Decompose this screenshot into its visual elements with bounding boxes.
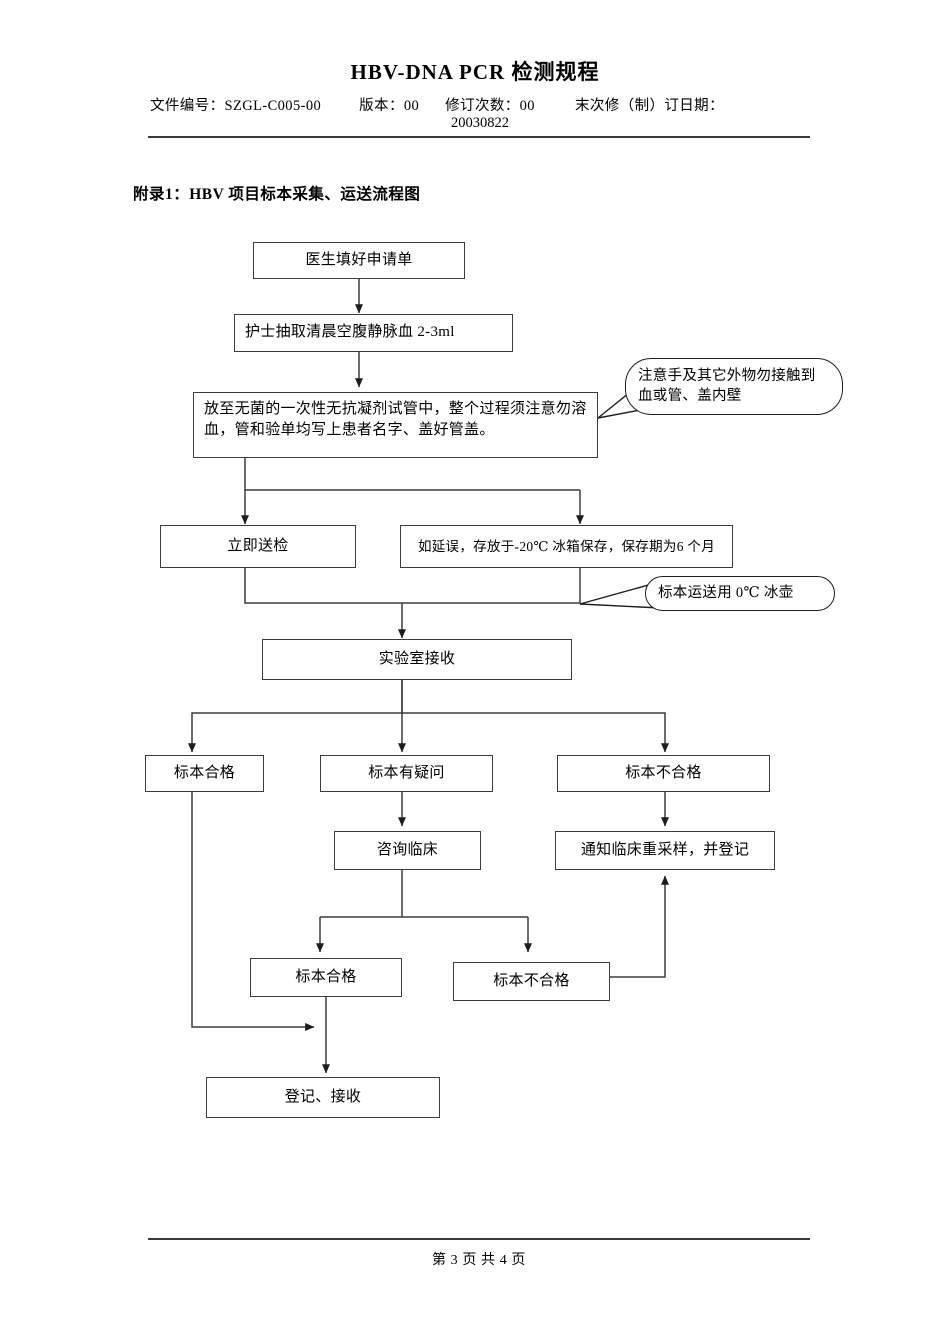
flow-node-lab-reception[interactable]: 实验室接收 xyxy=(262,639,572,680)
flow-node-sample-qualified-2[interactable]: 标本合格 xyxy=(250,958,402,997)
flow-node-register-receive[interactable]: 登记、接收 xyxy=(206,1077,440,1118)
callout-ice-transport[interactable]: 标本运送用 0℃ 冰壶 xyxy=(645,576,835,611)
flow-node-doctor-form[interactable]: 医生填好申请单 xyxy=(253,242,465,279)
header-divider xyxy=(148,136,810,138)
flowchart: 医生填好申请单 护士抽取清晨空腹静脉血 2-3ml 放至无菌的一次性无抗凝剂试管… xyxy=(145,242,843,1118)
last-revised-value: 20030822 xyxy=(451,115,509,131)
document-meta-row: 文件编号： SZGL-C005-00 版本： 00 修订次数： 00 末次修（制… xyxy=(150,94,810,115)
flow-node-send-immediately[interactable]: 立即送检 xyxy=(160,525,356,568)
flow-node-notify-resample[interactable]: 通知临床重采样，并登记 xyxy=(555,831,775,870)
flow-node-sample-questionable[interactable]: 标本有疑问 xyxy=(320,755,493,792)
version-value: 00 xyxy=(403,98,420,114)
footer-divider xyxy=(148,1238,810,1240)
flow-node-consult-clinic[interactable]: 咨询临床 xyxy=(334,831,481,870)
revision-count-value: 00 xyxy=(519,98,535,114)
flow-node-freezer-storage[interactable]: 如延误，存放于-20℃ 冰箱保存，保存期为6 个月 xyxy=(400,525,733,568)
revision-count-label: 修订次数： xyxy=(445,98,520,114)
doc-number-label: 文件编号： xyxy=(150,98,225,114)
page-title: HBV-DNA PCR 检测规程 xyxy=(350,60,600,84)
flow-node-sample-unqualified-1[interactable]: 标本不合格 xyxy=(557,755,770,792)
callout-hand-contact-warning[interactable]: 注意手及其它外物勿接触到血或管、盖内壁 xyxy=(625,358,843,415)
flow-node-nurse-draw-blood[interactable]: 护士抽取清晨空腹静脉血 2-3ml xyxy=(234,314,513,352)
last-revised-label: 末次修（制）订日期： xyxy=(574,98,724,114)
flow-node-sample-qualified-1[interactable]: 标本合格 xyxy=(145,755,264,792)
appendix-heading: 附录1：HBV 项目标本采集、运送流程图 xyxy=(133,186,421,203)
doc-number-value: SZGL-C005-00 xyxy=(224,98,322,114)
flow-node-tube-handling[interactable]: 放至无菌的一次性无抗凝剂试管中，整个过程须注意勿溶血，管和验单均写上患者名字、盖… xyxy=(193,392,598,458)
flow-node-sample-unqualified-2[interactable]: 标本不合格 xyxy=(453,962,610,1001)
version-label: 版本： xyxy=(359,98,404,114)
page-number: 第 3 页 共 4 页 xyxy=(431,1253,527,1268)
